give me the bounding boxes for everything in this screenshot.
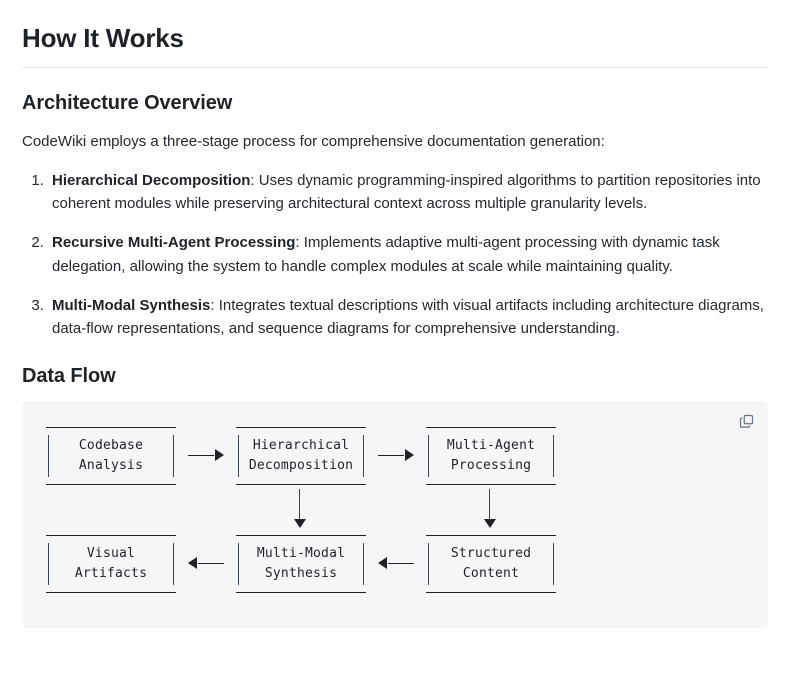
copy-icon	[739, 414, 754, 429]
arrow-left-structured-to-multimodal	[372, 535, 420, 593]
step-separator: :	[295, 234, 304, 252]
box-right-pipe	[363, 542, 364, 585]
flow-node-hierarchical-decomposition: Hierarchical Decomposition	[230, 426, 372, 485]
arrow-down-hierarchical-to-multimodal	[292, 485, 308, 535]
page-title: How It Works	[22, 23, 184, 53]
box-right-pipe	[553, 542, 554, 585]
flow-node-multi-agent-processing: Multi-Agent Processing	[420, 426, 562, 485]
step-term: Hierarchical Decomposition	[52, 171, 251, 189]
node-label-line1: Multi-Agent	[446, 437, 536, 453]
node-label-line1: Multi-Modal	[256, 545, 346, 561]
box-right-pipe	[173, 542, 174, 585]
architecture-steps-list: Hierarchical Decomposition: Uses dynamic…	[22, 169, 768, 341]
arrow-shaft	[198, 562, 224, 564]
arrow-head-down-icon	[484, 518, 496, 528]
arrow-right-codebase-to-hierarchical	[182, 427, 230, 485]
step-separator: :	[250, 171, 259, 189]
arrow-head-right-icon	[405, 448, 414, 461]
flow-row-top: Codebase Analysis Hierarchical Decomposi…	[40, 426, 750, 485]
node-label-line2: Processing	[450, 457, 532, 473]
node-label-line1: Hierarchical	[252, 437, 350, 453]
title-divider	[22, 66, 768, 68]
arrow-head-left-icon	[378, 556, 387, 569]
arrow-shaft	[378, 454, 404, 456]
step-separator: :	[210, 296, 219, 314]
list-item: Recursive Multi-Agent Processing: Implem…	[48, 231, 768, 278]
step-term: Multi-Modal Synthesis	[52, 296, 211, 314]
arrow-shaft	[188, 454, 214, 456]
step-description: Integrates textual descriptions with vis…	[52, 296, 764, 338]
arrow-left-multimodal-to-visual	[182, 535, 230, 593]
box-right-pipe	[363, 434, 364, 477]
arrow-right-hierarchical-to-multiagent	[372, 427, 420, 485]
node-label-line2: Analysis	[78, 457, 144, 473]
node-label-line1: Structured	[450, 545, 532, 561]
arrow-head-right-icon	[215, 448, 224, 461]
flow-row-bottom: Visual Artifacts Multi-Modal Synthesis	[40, 534, 750, 593]
node-label-line2: Decomposition	[248, 457, 354, 473]
box-left-pipe	[48, 542, 49, 585]
ascii-flow-diagram: Codebase Analysis Hierarchical Decomposi…	[40, 426, 750, 593]
box-right-pipe	[553, 434, 554, 477]
node-label-line2: Artifacts	[74, 565, 148, 581]
node-label-line2: Synthesis	[264, 565, 338, 581]
section-heading-data-flow: Data Flow	[22, 364, 116, 387]
arrow-shaft	[489, 488, 490, 519]
document-page: How It Works Architecture Overview CodeW…	[0, 22, 790, 700]
list-item: Hierarchical Decomposition: Uses dynamic…	[48, 169, 768, 216]
flow-vertical-connectors	[40, 485, 750, 535]
flow-node-structured-content: Structured Content	[420, 534, 562, 593]
flow-node-visual-artifacts: Visual Artifacts	[40, 534, 182, 593]
architecture-intro-paragraph: CodeWiki employs a three-stage process f…	[22, 132, 605, 150]
arrow-head-down-icon	[294, 518, 306, 528]
flow-node-codebase-analysis: Codebase Analysis	[40, 426, 182, 485]
copy-button[interactable]	[734, 410, 758, 434]
data-flow-diagram-panel: Codebase Analysis Hierarchical Decomposi…	[22, 400, 768, 628]
box-left-pipe	[238, 542, 239, 585]
box-left-pipe	[428, 542, 429, 585]
arrow-shaft	[299, 488, 300, 519]
box-left-pipe	[428, 434, 429, 477]
arrow-head-left-icon	[188, 556, 197, 569]
step-term: Recursive Multi-Agent Processing	[52, 234, 296, 252]
box-right-pipe	[173, 434, 174, 477]
arrow-shaft	[388, 562, 414, 564]
arrow-down-multiagent-to-structured	[482, 485, 498, 535]
node-label-line1: Visual	[86, 545, 136, 561]
box-left-pipe	[48, 434, 49, 477]
step-description: Implements adaptive multi-agent processi…	[52, 234, 720, 275]
list-item: Multi-Modal Synthesis: Integrates textua…	[48, 294, 768, 341]
section-heading-architecture-overview: Architecture Overview	[22, 91, 233, 114]
node-label-line1: Codebase	[78, 437, 144, 453]
box-left-pipe	[238, 434, 239, 477]
step-description: Uses dynamic programming-inspired algori…	[52, 171, 761, 213]
node-label-line2: Content	[462, 565, 520, 581]
flow-node-multi-modal-synthesis: Multi-Modal Synthesis	[230, 534, 372, 593]
